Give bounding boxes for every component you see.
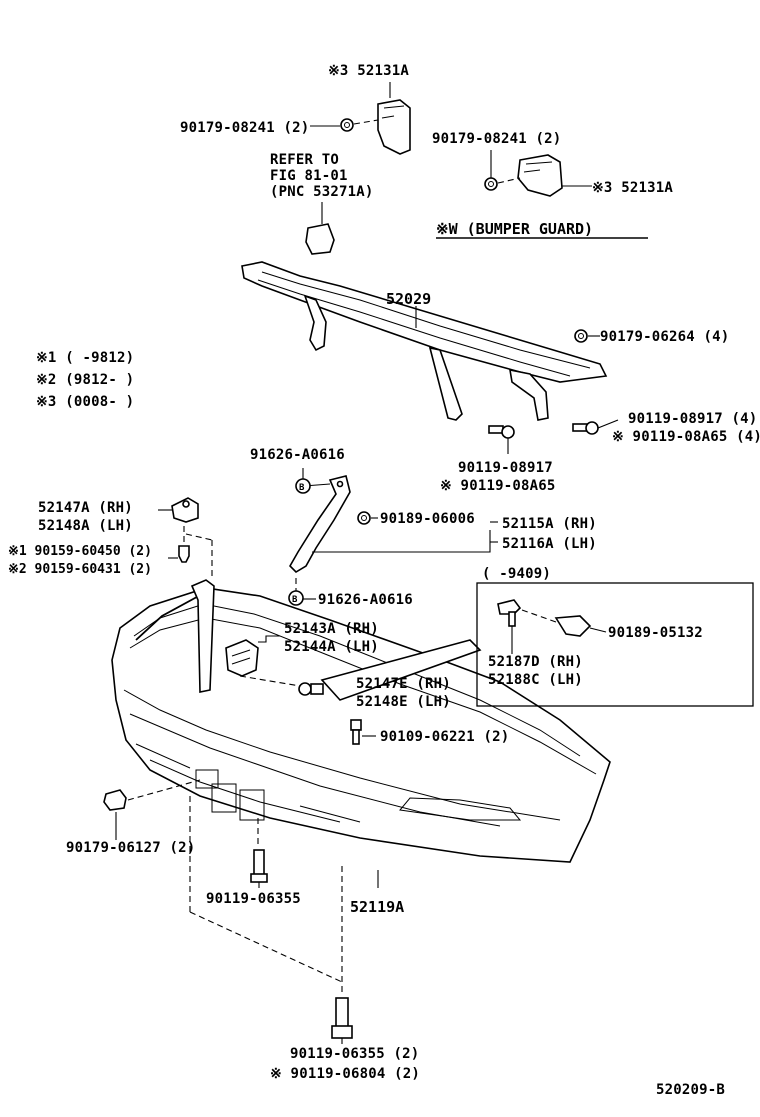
clip-b-icon: B	[299, 483, 305, 493]
label-box-rh: 52187D (RH)	[488, 654, 583, 670]
label-box-range: ( -9409)	[482, 566, 551, 582]
label-screw-2: ※2 90159-60431 (2)	[8, 562, 152, 577]
nut-08241-left	[310, 118, 379, 132]
label-reinforcement: 52029	[386, 290, 431, 308]
label-retainer-lh: 52148A (LH)	[38, 518, 133, 534]
label-bumper-cover: 52119A	[350, 898, 404, 916]
legend-3: ※3 (0008- )	[36, 394, 134, 410]
label-clip-bottom: 91626-A0616	[318, 592, 413, 608]
label-refer-2: FIG 81-01	[270, 168, 348, 184]
nut-06264	[574, 329, 600, 343]
label-bolt-right-b: ※ 90119-08A65 (4)	[612, 429, 760, 445]
label-bolt-06221: 90109-06221 (2)	[380, 729, 509, 745]
label-box-clip: 90189-05132	[608, 625, 703, 641]
label-right-guard: ※3 52131A	[592, 180, 673, 196]
bolt-06355	[250, 818, 268, 888]
label-bolt-center-a: 90119-08917	[458, 460, 553, 476]
screw-60450	[168, 526, 213, 580]
label-top-left-nut: 90179-08241 (2)	[180, 120, 309, 136]
bolt-08917-center	[488, 425, 515, 454]
label-retainer-rh: 52147A (RH)	[38, 500, 133, 516]
label-stay-rh: 52115A (RH)	[502, 516, 597, 532]
label-stay-lh: 52116A (LH)	[502, 536, 597, 552]
label-bumper-guard-note: ※W (BUMPER GUARD)	[436, 220, 593, 238]
label-retainer-e-rh: 52147E (RH)	[356, 676, 451, 692]
label-support-lh: 52144A (LH)	[284, 639, 379, 655]
clip-a0616-bottom: B	[288, 578, 316, 606]
label-refer-3: (PNC 53271A)	[270, 184, 374, 200]
retainer-e	[298, 639, 482, 701]
bumper-support	[225, 635, 301, 687]
label-bolt-bottom-a: 90119-06355 (2)	[290, 1046, 419, 1062]
clip-b-icon: B	[292, 595, 298, 605]
label-right-guard-nut: 90179-08241 (2)	[432, 131, 561, 147]
label-bolt-center-b: ※ 90119-08A65	[440, 478, 555, 494]
inset-box	[476, 582, 754, 707]
label-support-rh: 52143A (RH)	[284, 621, 379, 637]
label-nut-06006: 90189-06006	[380, 511, 475, 527]
label-box-lh: 52188C (LH)	[488, 672, 583, 688]
figure-id: 520209-B	[656, 1082, 725, 1098]
nut-08241-right	[484, 150, 521, 191]
label-screw-1: ※1 90159-60450 (2)	[8, 544, 152, 559]
label-nut-06264: 90179-06264 (4)	[600, 329, 729, 345]
label-top-guard: ※3 52131A	[328, 63, 409, 79]
legend-1: ※1 ( -9812)	[36, 350, 134, 366]
retainer-upper	[158, 497, 199, 523]
nut-06006	[357, 511, 378, 525]
legend-2: ※2 (9812- )	[36, 372, 134, 388]
bumper-guard-right	[517, 154, 592, 197]
bottom-bolt-frame	[189, 796, 353, 1044]
label-refer-1: REFER TO	[270, 152, 339, 168]
label-retainer-e-lh: 52148E (LH)	[356, 694, 451, 710]
bumper-stay	[289, 475, 498, 574]
label-bolt-06355: 90119-06355	[206, 891, 301, 907]
clip-a0616-top: B	[295, 468, 311, 494]
label-bolt-right-a: 90119-08917 (4)	[628, 411, 757, 427]
bumper-guard-left	[377, 82, 411, 155]
bolt-06221	[350, 719, 376, 745]
bumper-reinforcement	[241, 202, 608, 421]
nut-06127	[103, 779, 201, 840]
label-bolt-bottom-b: ※ 90119-06804 (2)	[270, 1066, 420, 1082]
bolt-08917-right	[572, 419, 619, 435]
label-nut-06127: 90179-06127 (2)	[66, 840, 195, 856]
label-clip-top: 91626-A0616	[250, 447, 345, 463]
